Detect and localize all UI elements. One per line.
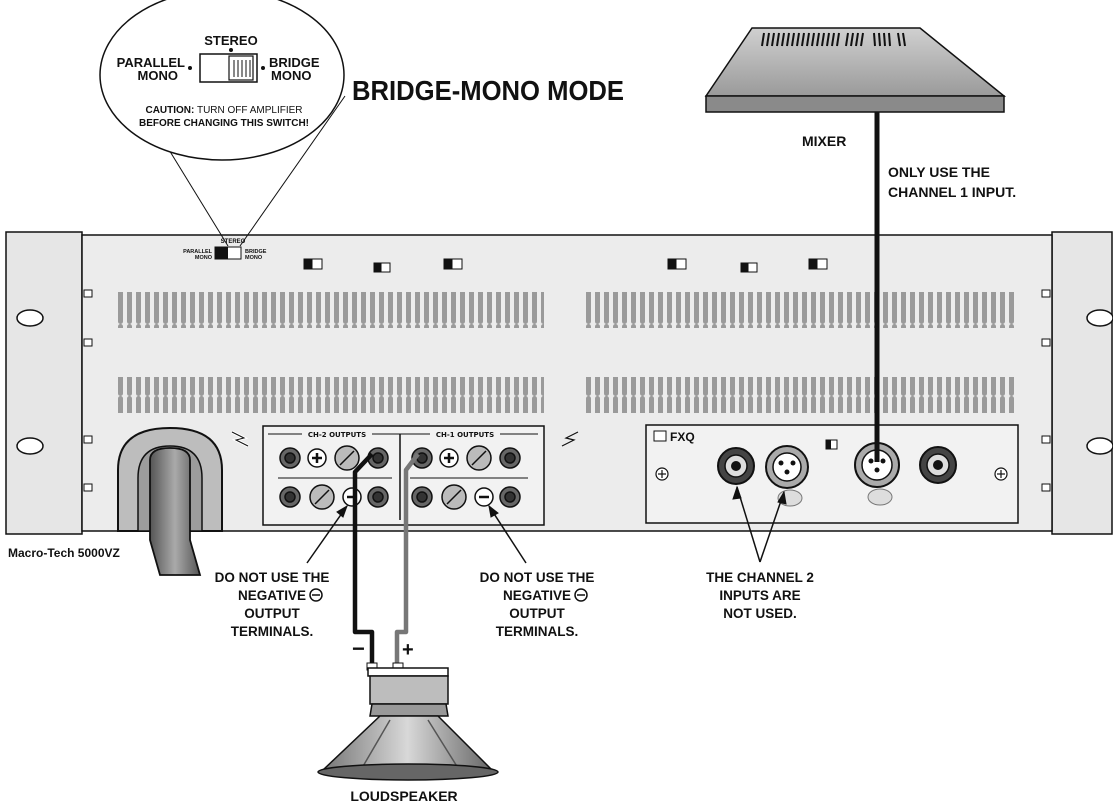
callout-caution-line1: CAUTION: TURN OFF AMPLIFIER — [145, 105, 302, 116]
ch2-xlr-jack[interactable] — [765, 445, 809, 507]
output-terminals[interactable] — [279, 445, 521, 510]
mixer-label: MIXER — [802, 133, 846, 149]
rack-hole — [16, 309, 44, 327]
callout-caution-line2: BEFORE CHANGING THIS SWITCH! — [139, 118, 309, 129]
callout-mono-right-label: MONO — [271, 68, 311, 83]
module-screw-icon — [655, 467, 1008, 481]
callout-mode-switch[interactable] — [199, 53, 258, 83]
power-cord — [117, 426, 223, 576]
svg-text:DO NOT USE THE: DO NOT USE THE — [480, 570, 595, 585]
callout-parallel-label: PARALLEL — [117, 55, 185, 70]
mixer — [704, 27, 1007, 113]
rack-hole — [1086, 309, 1113, 327]
svg-text:TERMINALS.: TERMINALS. — [231, 624, 314, 639]
lightning-icon — [231, 431, 249, 447]
input-note-line2: CHANNEL 1 INPUT. — [888, 184, 1016, 200]
svg-text:NOT USED.: NOT USED. — [723, 606, 797, 621]
callout-mono-left-label: MONO — [138, 68, 178, 83]
vent-grille — [114, 377, 544, 413]
callout-bridge-label: BRIDGE — [269, 55, 320, 70]
speaker-wire-negative — [352, 452, 375, 665]
vent-grille — [114, 292, 544, 328]
mixer-faders — [761, 32, 906, 47]
svg-text:THE CHANNEL 2: THE CHANNEL 2 — [706, 570, 814, 585]
svg-text:OUTPUT: OUTPUT — [509, 606, 565, 621]
callout-stereo-label: STEREO — [204, 33, 257, 48]
svg-text:NEGATIVE: NEGATIVE — [238, 588, 306, 603]
page-title: BRIDGE-MONO MODE — [352, 75, 624, 106]
output-terminal-block: CH-2 OUTPUTS CH-1 OUTPUTS — [262, 425, 545, 526]
note-right-negative-terminals: DO NOT USE THE NEGATIVE OUTPUT TERMINALS… — [480, 504, 595, 639]
ch1-trs-jack[interactable] — [919, 446, 957, 484]
speaker-wire-positive — [394, 452, 420, 665]
svg-text:TERMINALS.: TERMINALS. — [496, 624, 579, 639]
note-channel2-inputs: THE CHANNEL 2 INPUTS ARE NOT USED. — [706, 485, 814, 621]
panel-switch-bridge: BRIDGE — [245, 249, 267, 255]
panel-dip-switches — [303, 258, 828, 273]
svg-text:DO NOT USE THE: DO NOT USE THE — [215, 570, 330, 585]
fxq-label: FXQ — [670, 430, 695, 444]
panel-tabs — [83, 289, 1051, 492]
panel-switch-mono-right: MONO — [245, 255, 263, 261]
panel-mode-switch[interactable]: STEREO PARALLEL MONO BRIDGE MONO — [183, 239, 267, 261]
negative-symbol-icon — [309, 588, 323, 602]
panel-switch-mono-left: MONO — [195, 255, 213, 261]
ch2-outputs-label: CH-2 OUTPUTS — [308, 431, 366, 439]
ch2-trs-jack[interactable] — [717, 447, 755, 485]
vent-grille — [586, 292, 1016, 328]
rack-ear-right — [1051, 231, 1113, 535]
amplifier-panel: STEREO PARALLEL MONO BRIDGE MONO — [5, 231, 1113, 576]
svg-text:OUTPUT: OUTPUT — [244, 606, 300, 621]
loudspeaker — [317, 662, 499, 781]
fxq-input-module: FXQ — [645, 424, 1019, 524]
svg-text:NEGATIVE: NEGATIVE — [503, 588, 571, 603]
panel-switch-stereo: STEREO — [221, 239, 246, 245]
note-left-negative-terminals: DO NOT USE THE NEGATIVE OUTPUT TERMINALS… — [215, 504, 348, 639]
svg-text:INPUTS ARE: INPUTS ARE — [719, 588, 800, 603]
vent-grille — [586, 377, 1016, 413]
polarity-minus: − — [352, 636, 365, 661]
plus-minus-glyphs — [312, 453, 489, 499]
ch1-xlr-jack[interactable] — [854, 442, 900, 506]
polarity-plus: + — [402, 639, 414, 661]
loudspeaker-label: LOUDSPEAKER — [350, 788, 457, 804]
lightning-icon — [561, 431, 579, 447]
rack-hole — [16, 437, 44, 455]
ch1-outputs-label: CH-1 OUTPUTS — [436, 431, 494, 439]
input-note-line1: ONLY USE THE — [888, 164, 990, 180]
panel-switch-parallel: PARALLEL — [183, 249, 213, 255]
switch-callout: STEREO PARALLEL MONO BRIDGE MONO CAUTION… — [99, 0, 346, 247]
rack-ear-left — [5, 231, 83, 535]
fxq-logo-icon — [653, 430, 667, 442]
negative-symbol-icon — [574, 588, 588, 602]
rack-hole — [1086, 437, 1113, 455]
model-label: Macro-Tech 5000VZ — [8, 546, 120, 560]
